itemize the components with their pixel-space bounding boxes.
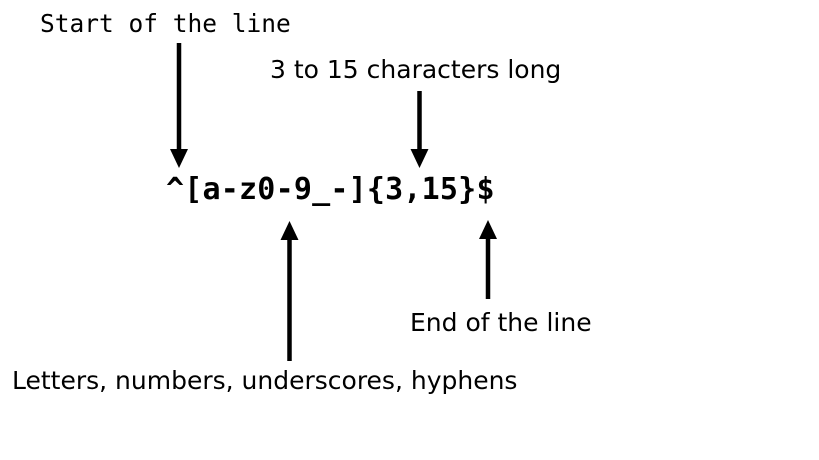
arrow-down-start-of-line-icon bbox=[170, 43, 188, 168]
end-of-line-label: End of the line bbox=[410, 308, 592, 337]
arrow-up-character-class-icon bbox=[280, 221, 299, 361]
arrow-up-end-of-line-icon bbox=[479, 220, 497, 299]
character-class-label: Letters, numbers, underscores, hyphens bbox=[12, 366, 518, 395]
regex-pattern-text: ^[a-z0-9_-]{3,15}$ bbox=[166, 172, 495, 207]
length-label: 3 to 15 characters long bbox=[270, 55, 562, 84]
arrow-down-length-icon bbox=[410, 91, 429, 168]
start-of-line-label: Start of the line bbox=[40, 9, 291, 38]
